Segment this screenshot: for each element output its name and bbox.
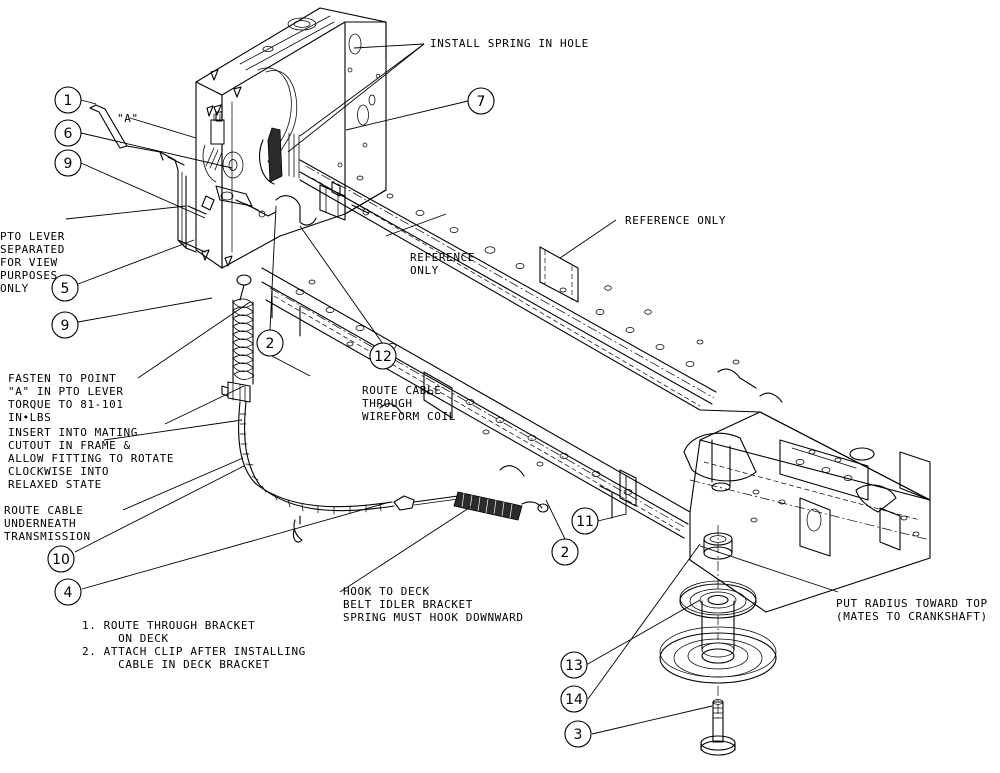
svg-text:9: 9 bbox=[64, 156, 73, 172]
callout-bubble-2a[interactable]: 2 bbox=[256, 329, 284, 357]
callout-bubble-7[interactable]: 7 bbox=[467, 87, 495, 115]
svg-text:11: 11 bbox=[576, 514, 594, 530]
label-point-a: "A" bbox=[117, 112, 139, 125]
svg-text:9: 9 bbox=[61, 318, 70, 334]
pto-lever bbox=[89, 104, 206, 253]
callout-bubbles: 1 6 9 7 5 9 2 12 11 2 10 4 13 14 3 bbox=[47, 86, 599, 748]
callout-bubble-11[interactable]: 11 bbox=[571, 507, 599, 535]
callout-bubble-6[interactable]: 6 bbox=[54, 119, 82, 147]
svg-text:2: 2 bbox=[266, 336, 275, 352]
label-insert-note: INSERT INTO MATING CUTOUT IN FRAME & ALL… bbox=[8, 426, 175, 491]
wireform-clip bbox=[275, 195, 317, 543]
label-put-radius: PUT RADIUS TOWARD TOP (MATES TO CRANKSHA… bbox=[836, 597, 988, 623]
label-route-underneath: ROUTE CABLE UNDERNEATH TRANSMISSION bbox=[4, 504, 91, 543]
label-fasten-note: FASTEN TO POINT "A" IN PTO LEVER TORQUE … bbox=[8, 372, 124, 424]
svg-text:12: 12 bbox=[374, 349, 392, 365]
callout-bubble-3[interactable]: 3 bbox=[564, 720, 592, 748]
callout-bubble-2b[interactable]: 2 bbox=[551, 538, 579, 566]
coil-spring-and-cable bbox=[221, 274, 395, 515]
transmission-housing bbox=[187, 7, 387, 269]
callout-bubble-9b[interactable]: 9 bbox=[51, 311, 79, 339]
label-reference-only-mid: REFERENCE ONLY bbox=[410, 251, 476, 277]
extension-spring bbox=[393, 491, 549, 521]
svg-text:4: 4 bbox=[64, 585, 73, 601]
frame-deck-plate bbox=[599, 411, 931, 613]
label-hook-to-deck: HOOK TO DECK BELT IDLER BRACKET SPRING M… bbox=[343, 585, 524, 624]
svg-text:3: 3 bbox=[574, 727, 583, 743]
svg-text:6: 6 bbox=[64, 126, 73, 142]
svg-text:5: 5 bbox=[61, 281, 70, 297]
callout-bubble-10[interactable]: 10 bbox=[47, 545, 75, 573]
label-pto-lever-note: PTO LEVER SEPARATED FOR VIEW PURPOSES ON… bbox=[0, 230, 66, 295]
callout-bubble-5[interactable]: 5 bbox=[51, 274, 79, 302]
callout-bubble-14[interactable]: 14 bbox=[560, 685, 588, 713]
label-route-wireform: ROUTE CABLE THROUGH WIREFORM COIL bbox=[362, 384, 456, 423]
idler-pulley-assembly bbox=[659, 525, 777, 756]
svg-text:7: 7 bbox=[477, 94, 486, 110]
frame-rails bbox=[261, 159, 931, 539]
svg-text:13: 13 bbox=[565, 658, 583, 674]
svg-text:1: 1 bbox=[64, 93, 73, 109]
label-numbered-notes: 1. ROUTE THROUGH BRACKET ON DECK 2. ATTA… bbox=[82, 619, 306, 671]
callout-bubble-4[interactable]: 4 bbox=[54, 578, 82, 606]
svg-text:14: 14 bbox=[565, 692, 583, 708]
callout-bubble-1[interactable]: 1 bbox=[54, 86, 82, 114]
callout-bubble-9a[interactable]: 9 bbox=[54, 149, 82, 177]
svg-text:2: 2 bbox=[561, 545, 570, 561]
callout-bubble-13[interactable]: 13 bbox=[560, 651, 588, 679]
svg-text:10: 10 bbox=[52, 552, 70, 568]
label-reference-only-right: REFERENCE ONLY bbox=[625, 214, 727, 227]
callout-bubble-12[interactable]: 12 bbox=[369, 342, 397, 370]
leader-lines bbox=[65, 43, 839, 735]
label-install-spring: INSTALL SPRING IN HOLE bbox=[430, 37, 589, 50]
